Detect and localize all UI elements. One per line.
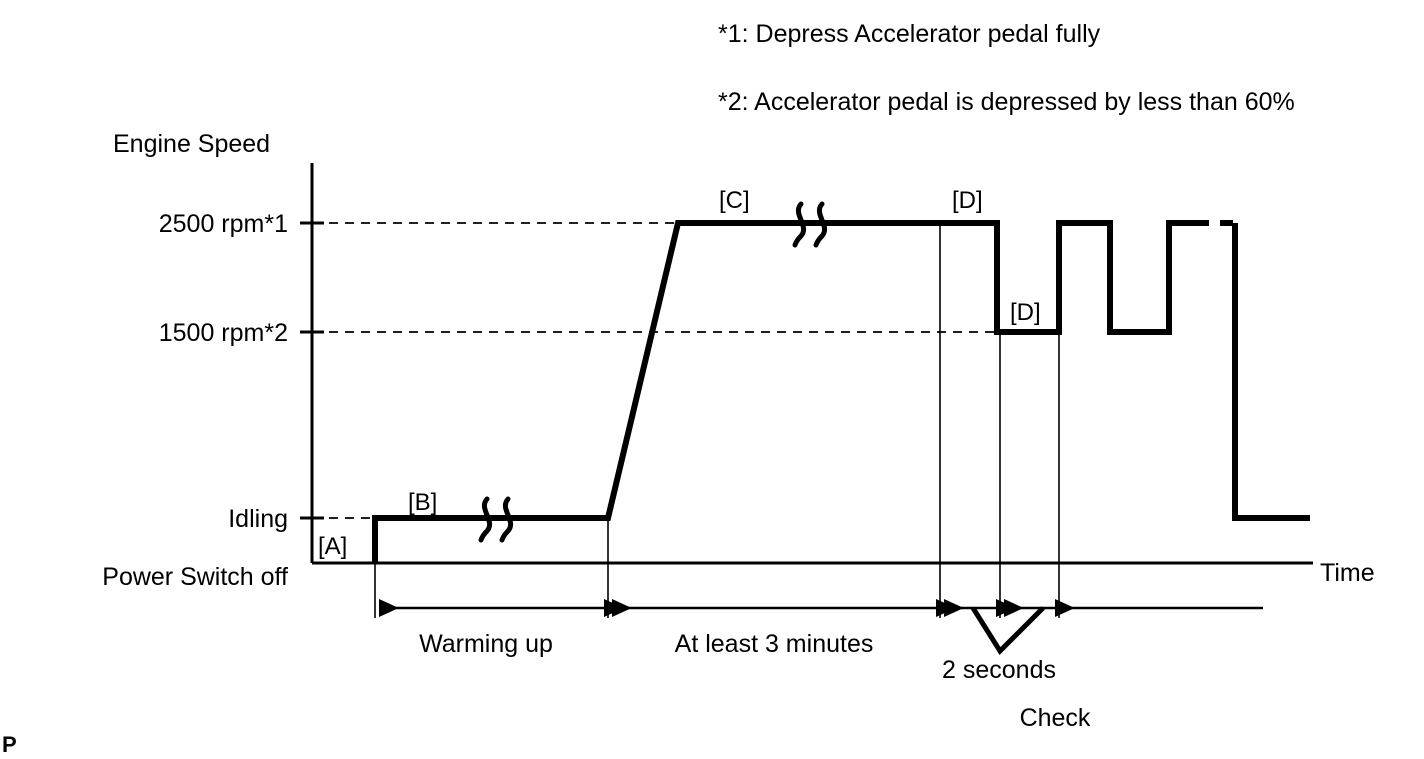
footnote-1: *1: Depress Accelerator pedal fully — [718, 20, 1101, 48]
waveform-return-to-idling — [1232, 223, 1310, 521]
callout-label-c: [C] — [719, 187, 750, 214]
tick-label-idling: Idling — [228, 505, 288, 533]
break-symbol-2500-plateau — [792, 201, 828, 248]
x-axis-title: Time — [1320, 559, 1375, 587]
callout-label-d-high: [D] — [952, 187, 983, 214]
callout-label-d-low: [D] — [1010, 299, 1041, 326]
span-label-warming-up: Warming up — [419, 630, 553, 658]
page-corner-marker: P — [2, 732, 17, 757]
annotation-label-check: Check — [1020, 704, 1091, 732]
span-label-three-minutes: At least 3 minutes — [675, 630, 874, 658]
y-axis-title: Engine Speed — [113, 130, 270, 158]
engine-speed-waveform — [372, 220, 1198, 563]
callout-label-a: [A] — [318, 533, 347, 560]
tick-label-2500: 2500 rpm*1 — [159, 210, 288, 238]
check-leader-line — [970, 606, 1045, 655]
callout-label-b: [B] — [408, 489, 437, 516]
baseline-label-power-switch-off: Power Switch off — [102, 563, 288, 591]
tick-label-1500: 1500 rpm*2 — [159, 319, 288, 347]
footnote-2: *2: Accelerator pedal is depressed by le… — [718, 88, 1295, 116]
break-symbol-idling — [478, 496, 514, 543]
span-label-two-seconds: 2 seconds — [942, 656, 1056, 684]
